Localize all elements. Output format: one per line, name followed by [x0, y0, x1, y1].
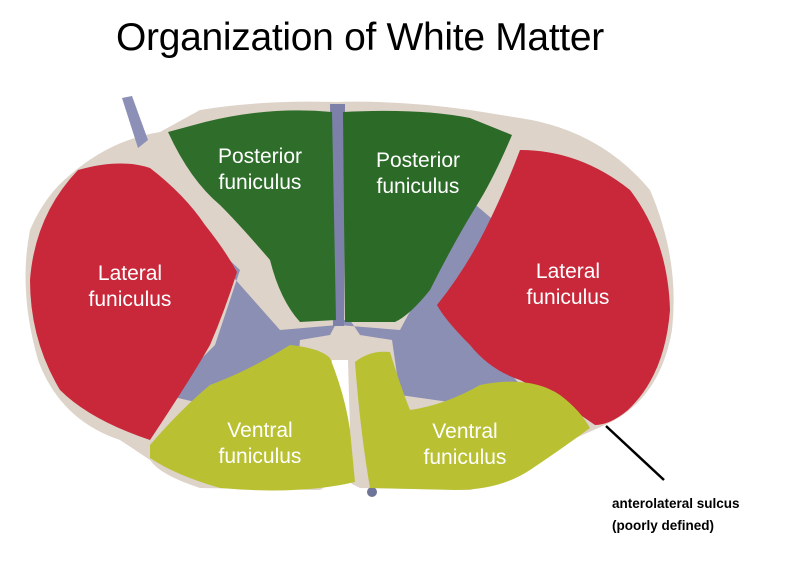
dorsal-rootlet: [122, 96, 148, 148]
posterior-funiculus-left-region: [168, 110, 336, 322]
lateral-funiculus-right-region: [437, 150, 670, 425]
ventral-funiculus-left-label: Ventral funiculus: [218, 419, 302, 468]
grey-matter: [165, 200, 525, 410]
posterior-funiculus-right-region: [343, 110, 512, 322]
posterior-funiculus-right-label: Posterior funiculus: [375, 149, 461, 198]
lateral-funiculus-left-region: [30, 163, 237, 441]
lateral-funiculus-left-label: Lateral funiculus: [88, 262, 172, 311]
posterior-funiculus-left-label: Posterior funiculus: [217, 145, 303, 194]
callout-pointer-line: [605, 425, 665, 481]
ventral-funiculus-right-label: Ventral funiculus: [423, 420, 507, 469]
lateral-funiculus-right-label: Lateral funiculus: [526, 260, 610, 309]
ventral-funiculus-left-region: [150, 345, 355, 491]
ventral-funiculus-right-region: [355, 351, 590, 490]
fissure-blood-vessel: [367, 487, 377, 497]
page-title: Organization of White Matter: [116, 16, 604, 59]
anterolateral-sulcus-callout: anterolateral sulcus (poorly defined): [612, 496, 740, 533]
